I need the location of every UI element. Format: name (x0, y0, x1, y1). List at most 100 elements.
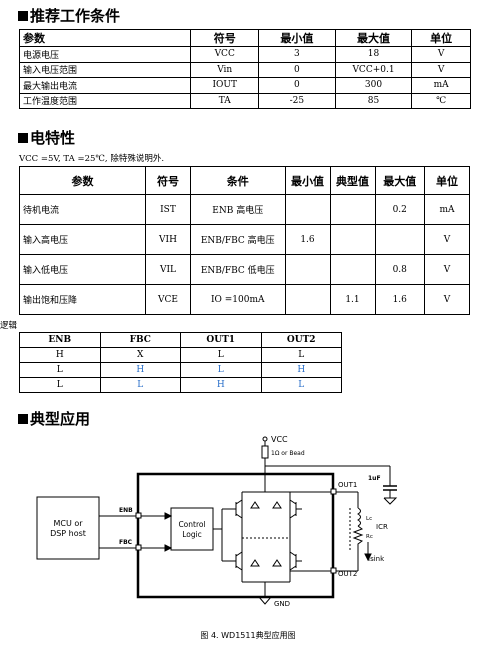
cell-max: 0.2 (374, 194, 425, 225)
arrow-icon (164, 544, 173, 552)
header-out2: OUT2 (260, 332, 342, 348)
arrow-down-icon (364, 553, 372, 562)
mcu-block (36, 496, 100, 560)
mcu-label-1: MCU or (53, 519, 83, 528)
cell-min (284, 194, 331, 225)
header-min: 最小值 (284, 166, 331, 195)
table-header-row: 参数 符号 条件 最小值 典型值 最大值 单位 (19, 166, 470, 195)
header-out1: OUT1 (180, 332, 262, 348)
cell-enb: L (19, 362, 101, 378)
cell-min: 0 (258, 77, 336, 94)
cell-param: 待机电流 (19, 194, 146, 225)
cell-max: 1.6 (374, 284, 425, 315)
cell-out1: L (180, 362, 262, 378)
control-logic-block (170, 507, 214, 551)
cell-unit: V (424, 284, 470, 315)
header-fbc: FBC (99, 332, 181, 348)
cell-unit: V (411, 46, 471, 63)
table-row: 输入电压范围 Vin 0 VCC+0.1 V (18, 61, 471, 78)
cell-min: 3 (258, 46, 336, 63)
header-condition: 条件 (190, 166, 286, 195)
arrow-icon (164, 512, 173, 520)
cell-min (284, 254, 331, 285)
diode-icon (250, 501, 260, 509)
gnd-label: GND (274, 600, 290, 608)
cell-condition: ENB 高电压 (190, 194, 286, 225)
resistor-icon (261, 445, 269, 459)
out1-label: OUT1 (338, 481, 357, 489)
table-row: L L H L (19, 377, 342, 393)
fbc-label: FBC (119, 539, 133, 546)
cell-typ: 1.1 (329, 284, 376, 315)
figure-caption: 图 4. WD1511典型应用图 (200, 631, 296, 640)
header-symbol: 符号 (145, 166, 191, 195)
cell-symbol: VIH (145, 224, 191, 255)
cell-param: 电源电压 (18, 46, 192, 63)
cell-enb: H (19, 347, 101, 363)
out2-label: OUT2 (338, 570, 357, 578)
table-row: L H L H (19, 362, 342, 378)
table-header-row: 参数 符号 最小值 最大值 单位 (18, 29, 471, 47)
square-bullet-icon (18, 133, 28, 143)
icr-label: ICR (376, 523, 388, 531)
cell-unit: V (411, 61, 471, 78)
square-bullet-icon (18, 414, 28, 424)
table-row: 电源电压 VCC 3 18 V (18, 46, 471, 63)
table-row: 工作温度范围 TA -25 85 ℃ (18, 92, 471, 109)
header-symbol: 符号 (190, 29, 260, 47)
cell-enb: L (19, 377, 101, 393)
cell-typ (329, 194, 376, 225)
recommended-table: 参数 符号 最小值 最大值 单位 电源电压 VCC 3 18 V 输入电压范围 … (18, 29, 471, 109)
cell-symbol: VIL (145, 254, 191, 285)
cell-min: 0 (258, 61, 336, 78)
cell-condition: IO =100mA (190, 284, 286, 315)
diode-icon (272, 559, 282, 567)
control-label-1: Control (178, 520, 205, 529)
cell-param: 输入低电压 (19, 254, 146, 285)
cell-typ (329, 254, 376, 285)
cell-max: 18 (334, 46, 413, 63)
table-row: 输入高电压 VIH ENB/FBC 高电压 1.6 V (19, 224, 470, 255)
cell-symbol: VCC (190, 46, 260, 63)
cell-fbc: L (99, 377, 181, 393)
diode-icon (250, 559, 260, 567)
cell-out2: L (260, 347, 342, 363)
cell-symbol: IST (145, 194, 191, 225)
transistor-icon (289, 499, 302, 519)
enb-label: ENB (119, 507, 133, 514)
cell-unit: ℃ (411, 92, 471, 109)
application-circuit-diagram: VCC 1Ω or Bead 1uF MCU or DSP host ENB F… (36, 435, 398, 608)
cell-param: 输入电压范围 (18, 61, 192, 78)
cell-condition: ENB/FBC 低电压 (190, 254, 286, 285)
cell-param: 工作温度范围 (18, 92, 192, 109)
cell-unit: mA (424, 194, 470, 225)
diode-icon (272, 501, 282, 509)
cell-fbc: H (99, 362, 181, 378)
transistor-icon (230, 551, 243, 571)
cell-param: 输入高电压 (19, 224, 146, 255)
table-row: 待机电流 IST ENB 高电压 0.2 mA (19, 194, 470, 225)
cell-condition: ENB/FBC 高电压 (190, 224, 286, 255)
electrical-table: 参数 符号 条件 最小值 典型值 最大值 单位 待机电流 IST ENB 高电压… (19, 166, 470, 315)
electrical-title: 电特性 (18, 127, 75, 148)
mcu-label-2: DSP host (50, 529, 86, 538)
header-min: 最小值 (258, 29, 336, 47)
cell-symbol: TA (190, 92, 260, 109)
cell-out1: H (180, 377, 262, 393)
cell-out2: H (260, 362, 342, 378)
header-unit: 单位 (424, 166, 470, 195)
chip-outline (136, 472, 335, 599)
cap-label: 1uF (368, 475, 381, 482)
header-max: 最大值 (374, 166, 425, 195)
lc-label: Lc (366, 516, 372, 522)
cell-unit: V (424, 224, 470, 255)
recommended-title: 推荐工作条件 (18, 5, 120, 26)
table-row: 输入低电压 VIL ENB/FBC 低电压 0.8 V (19, 254, 470, 285)
table-row: 输出饱和压降 VCE IO =100mA 1.1 1.6 V (19, 284, 470, 315)
cell-out2: L (260, 377, 342, 393)
header-unit: 单位 (411, 29, 471, 47)
cell-unit: V (424, 254, 470, 285)
cell-param: 最大输出电流 (18, 77, 192, 94)
cell-typ (329, 224, 376, 255)
header-enb: ENB (19, 332, 101, 348)
